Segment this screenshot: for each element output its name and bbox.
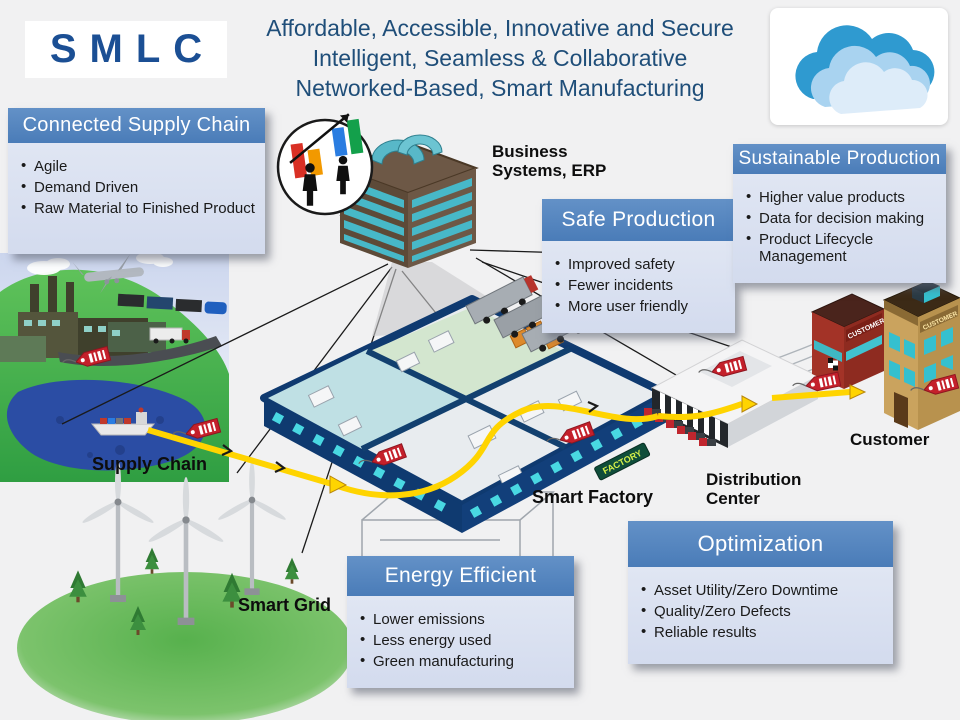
callout-sustainable-production: Sustainable Production Higher value prod… [733,144,946,283]
callout-header: Optimization [628,521,893,567]
callout-header: Connected Supply Chain [8,108,265,143]
callout-body: Higher value products Data for decision … [733,174,946,283]
bullet-item: Raw Material to Finished Product [20,199,257,217]
building-door [894,392,908,428]
label-smart-factory: Smart Factory [532,487,654,507]
callout-connected-supply-chain: Connected Supply Chain Agile Demand Driv… [8,108,265,254]
bullet-item: Higher value products [745,188,938,206]
rooftop-unit-icon [912,281,940,303]
bullet-item: Data for decision making [745,209,938,227]
building-windows [889,327,953,387]
cloud-icon [795,24,935,114]
factory-buildings-icon [0,276,166,362]
bullet-item: Reliable results [640,623,885,641]
label-supply-chain: Supply Chain [92,454,208,474]
supply-chain-scene [0,252,229,482]
bullet-item: Improved safety [554,255,727,273]
product-flow-path [147,384,867,499]
title-line-1: Affordable, Accessible, Innovative and S… [266,15,734,41]
erp-building-illustration [337,134,479,268]
label-customer: Customer [850,430,930,449]
callout-header: Sustainable Production [733,144,946,174]
cloud-computing-card [770,8,948,125]
bullet-item: Less energy used [359,631,566,649]
label-line: Distribution [706,470,802,489]
smlc-logo: SMLC [25,21,227,78]
cargo-ship-icon [90,407,156,436]
bullet-item: Product Lifecycle Management [745,230,938,265]
label-smart-grid: Smart Grid [238,595,332,615]
checkered-flag [828,358,838,371]
callout-optimization: Optimization Asset Utility/Zero Downtime… [628,521,893,664]
callout-header: Energy Efficient [347,556,574,596]
bullet-item: Lower emissions [359,610,566,628]
rooftop-turbine-icon [371,134,443,165]
callout-header: Safe Production [542,199,735,241]
callout-body: Asset Utility/Zero Downtime Quality/Zero… [628,567,893,664]
callout-safe-production: Safe Production Improved safety Fewer in… [542,199,735,333]
callout-body: Lower emissions Less energy used Green m… [347,596,574,688]
people-analytics-icon [276,113,374,216]
cloud-icons [27,252,173,275]
callout-body: Improved safety Fewer incidents More use… [542,241,735,333]
bullet-item: Green manufacturing [359,652,566,670]
label-line: Center [706,489,760,508]
customer-buildings-illustration: CUSTOMER CUSTOMER [810,281,960,430]
label-business-systems-erp: Business Systems, ERP [492,142,606,180]
bullet-item: More user friendly [554,297,727,315]
bullet-item: Fewer incidents [554,276,727,294]
title-line-2: Intelligent, Seamless & Collaborative [312,45,688,71]
bullet-item: Asset Utility/Zero Downtime [640,581,885,599]
bullet-item: Quality/Zero Defects [640,602,885,620]
label-distribution-center: Distribution Center [706,470,801,508]
bullet-item: Demand Driven [20,178,257,196]
title-line-3: Networked-Based, Smart Manufacturing [295,75,705,101]
callout-body: Agile Demand Driven Raw Material to Fini… [8,143,265,254]
truck-icon [149,327,190,344]
bullet-item: Agile [20,157,257,175]
smlc-logo-text: SMLC [49,27,216,71]
label-line: Business [492,142,568,161]
label-line: Systems, ERP [492,161,607,180]
slide-title: Affordable, Accessible, Innovative and S… [230,13,770,103]
callout-energy-efficient: Energy Efficient Lower emissions Less en… [347,556,574,688]
train-icon [117,293,227,315]
